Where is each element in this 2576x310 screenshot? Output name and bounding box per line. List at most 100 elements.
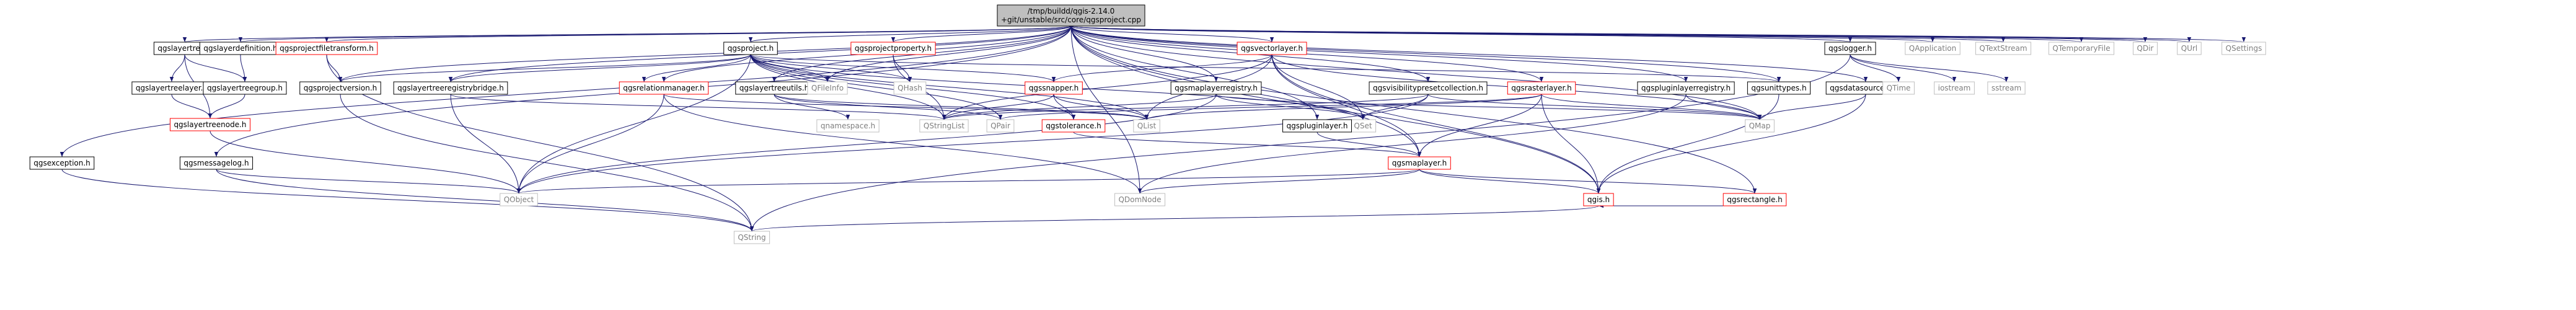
- node-label: QTextStream: [1979, 44, 2027, 53]
- edge-qgsprojectfiletransform-to-QString: [326, 54, 754, 232]
- node-qgsprojectproperty[interactable]: qgsprojectproperty.h: [850, 42, 936, 55]
- node-qgsproject_h[interactable]: qgsproject.h: [723, 42, 778, 55]
- node-qgslayertreegroup[interactable]: qgslayertreegroup.h: [203, 81, 287, 95]
- edge-qgsmessagelog-to-QString: [216, 169, 754, 232]
- node-label: QObject: [504, 195, 534, 204]
- node-label: qgsproject.h: [728, 44, 774, 53]
- node-QList: QList: [1133, 119, 1160, 133]
- edge-root-to-qgsprojectversion: [338, 25, 1072, 82]
- edge-qgsmaplayerregistry-to-QStringList: [942, 94, 1217, 120]
- node-box: [1934, 81, 1975, 95]
- node-qgspluginlayerregistry[interactable]: qgspluginlayerregistry.h: [1637, 81, 1735, 95]
- node-qgsrectangle[interactable]: qgsrectangle.h: [1722, 193, 1787, 206]
- edge-qgsmaplayerregistry-to-QObject: [516, 94, 1217, 194]
- edge-root-to-qgsrectangle: [1070, 25, 1757, 194]
- edge-qgsmaplayerregistry-to-QSet: [1215, 94, 1365, 120]
- node-label: qgsunittypes.h: [1751, 84, 1806, 92]
- node-box: [1882, 81, 1915, 95]
- node-label: qnamespace.h: [821, 122, 875, 130]
- edge-qgsvisibilitypresetcollection-to-QStringList: [942, 94, 1429, 120]
- node-box: [807, 81, 848, 95]
- node-qgsmaplayer[interactable]: qgsmaplayer.h: [1388, 156, 1451, 170]
- edge-qgsvectorlayer-to-QSet: [1271, 54, 1365, 120]
- edge-qgslayertreeutils-to-QList: [774, 94, 1149, 120]
- node-box: [29, 156, 95, 170]
- node-qgsvectorlayer[interactable]: qgsvectorlayer.h: [1237, 42, 1307, 55]
- edge-qgssnapper-to-QStringList: [942, 94, 1054, 120]
- node-QStringList: QStringList: [919, 119, 969, 133]
- node-qgslayertreeregistrybridge[interactable]: qgslayertreeregistrybridge.h: [393, 81, 508, 95]
- edge-qgslayertreeregistrybridge-to-QStringList: [450, 94, 946, 120]
- node-qgsrelationmanager[interactable]: qgsrelationmanager.h: [619, 81, 709, 95]
- node-iostream: iostream: [1934, 81, 1975, 95]
- node-qgsrasterlayer[interactable]: qgsrasterlayer.h: [1507, 81, 1576, 95]
- node-box: [2048, 42, 2115, 55]
- edge-qgsvisibilitypresetcollection-to-QObject: [516, 94, 1429, 194]
- edge-root-to-QFileInfo: [825, 25, 1072, 82]
- node-qgslayertreeutils[interactable]: qgslayertreeutils.h: [735, 81, 813, 95]
- node-box: [1114, 193, 1166, 206]
- edge-root-to-qgsunittypes: [1070, 25, 1781, 82]
- node-label: QFileInfo: [811, 84, 844, 92]
- edge-qgslayertree-to-qgslayertreelayer: [169, 54, 185, 82]
- node-label: QSettings: [2226, 44, 2262, 53]
- edge-qgspluginlayerregistry-to-QMap: [1685, 94, 1762, 120]
- node-root[interactable]: /tmp/buildd/qgis-2.14.0+git/unstable/src…: [997, 4, 1145, 27]
- node-qgssnapper[interactable]: qgssnapper.h: [1025, 81, 1083, 95]
- node-qgsexception[interactable]: qgsexception.h: [29, 156, 95, 170]
- edge-root-to-QTextStream: [1070, 25, 2005, 43]
- edge-qgslayertree-to-qgslayertreegroup: [184, 54, 247, 82]
- edge-qgsexception-to-QString: [61, 169, 754, 232]
- node-qgsmessagelog[interactable]: qgsmessagelog.h: [179, 156, 254, 170]
- edge-root-to-QDomNode: [1070, 25, 1142, 194]
- node-label: +git/unstable/src/core/qgsproject.cpp: [1001, 16, 1141, 24]
- node-box: [1987, 81, 2026, 95]
- edge-root-to-qgsmaplayerregistry: [1070, 25, 1219, 82]
- edge-qgsproject_h-to-memory: [642, 54, 751, 82]
- node-box: [1237, 42, 1307, 55]
- node-QFileInfo: QFileInfo: [807, 81, 848, 95]
- edge-qgsunittypes-to-qgis_h: [1596, 94, 1780, 194]
- node-label: qgsprojectfiletransform.h: [280, 44, 374, 53]
- node-qgslayerdefinition[interactable]: qgslayerdefinition.h: [199, 42, 282, 55]
- node-box: [1722, 193, 1787, 206]
- node-box: [1170, 81, 1262, 95]
- node-qgslogger[interactable]: qgslogger.h: [1824, 42, 1876, 55]
- node-qgsvisibilitypresetcollection[interactable]: qgsvisibilitypresetcollection.h: [1369, 81, 1488, 95]
- node-qgsmaplayerregistry[interactable]: qgsmaplayerregistry.h: [1170, 81, 1262, 95]
- edge-qgsrasterlayer-to-qgis_h: [1541, 94, 1601, 194]
- edge-qgsprojectfiletransform-to-qgsprojectversion: [326, 54, 343, 82]
- node-qgis_h[interactable]: qgis.h: [1583, 193, 1614, 206]
- edge-qgsproject_h-to-QHash: [750, 54, 912, 82]
- node-QObject: QObject: [500, 193, 538, 206]
- node-layer: /tmp/buildd/qgis-2.14.0+git/unstable/src…: [29, 4, 2266, 244]
- node-sstream: sstream: [1987, 81, 2026, 95]
- node-label: iostream: [1938, 84, 1971, 92]
- edge-qgsproject_h-to-QObject: [516, 54, 751, 194]
- node-box: [1388, 156, 1451, 170]
- node-label: QPair: [990, 122, 1010, 130]
- node-box: [919, 119, 969, 133]
- node-QTemporaryFile: QTemporaryFile: [2048, 42, 2115, 55]
- node-label: QTemporaryFile: [2052, 44, 2110, 53]
- edge-qgslayertreeutils-to-qnamespace: [774, 94, 850, 120]
- node-qgslayertreenode[interactable]: qgslayertreenode.h: [169, 118, 251, 131]
- node-qgsunittypes[interactable]: qgsunittypes.h: [1747, 81, 1811, 95]
- node-label: QApplication: [1909, 44, 1957, 53]
- node-box: [393, 81, 508, 95]
- edge-qgsvisibilitypresetcollection-to-QSet: [1361, 94, 1429, 120]
- node-qgspluginlayer[interactable]: qgspluginlayer.h: [1282, 119, 1352, 133]
- node-qgstolerance[interactable]: qgstolerance.h: [1041, 119, 1106, 133]
- edge-root-to-QMap: [1070, 25, 1762, 120]
- node-qgsprojectversion[interactable]: qgsprojectversion.h: [299, 81, 381, 95]
- edge-root-to-qgslayerdefinition: [239, 25, 1072, 43]
- edge-qgsvectorlayer-to-qgsmaplayer: [1271, 54, 1422, 157]
- node-qgsprojectfiletransform[interactable]: qgsprojectfiletransform.h: [275, 42, 378, 55]
- node-box: [1975, 42, 2032, 55]
- node-qgslayertreelayer[interactable]: qgslayertreelayer.h: [131, 81, 212, 95]
- node-label: /tmp/buildd/qgis-2.14.0: [1028, 7, 1115, 16]
- node-box: [997, 4, 1145, 27]
- edge-qgsvectorlayer-to-qgssnapper: [1051, 54, 1273, 82]
- node-box: [299, 81, 381, 95]
